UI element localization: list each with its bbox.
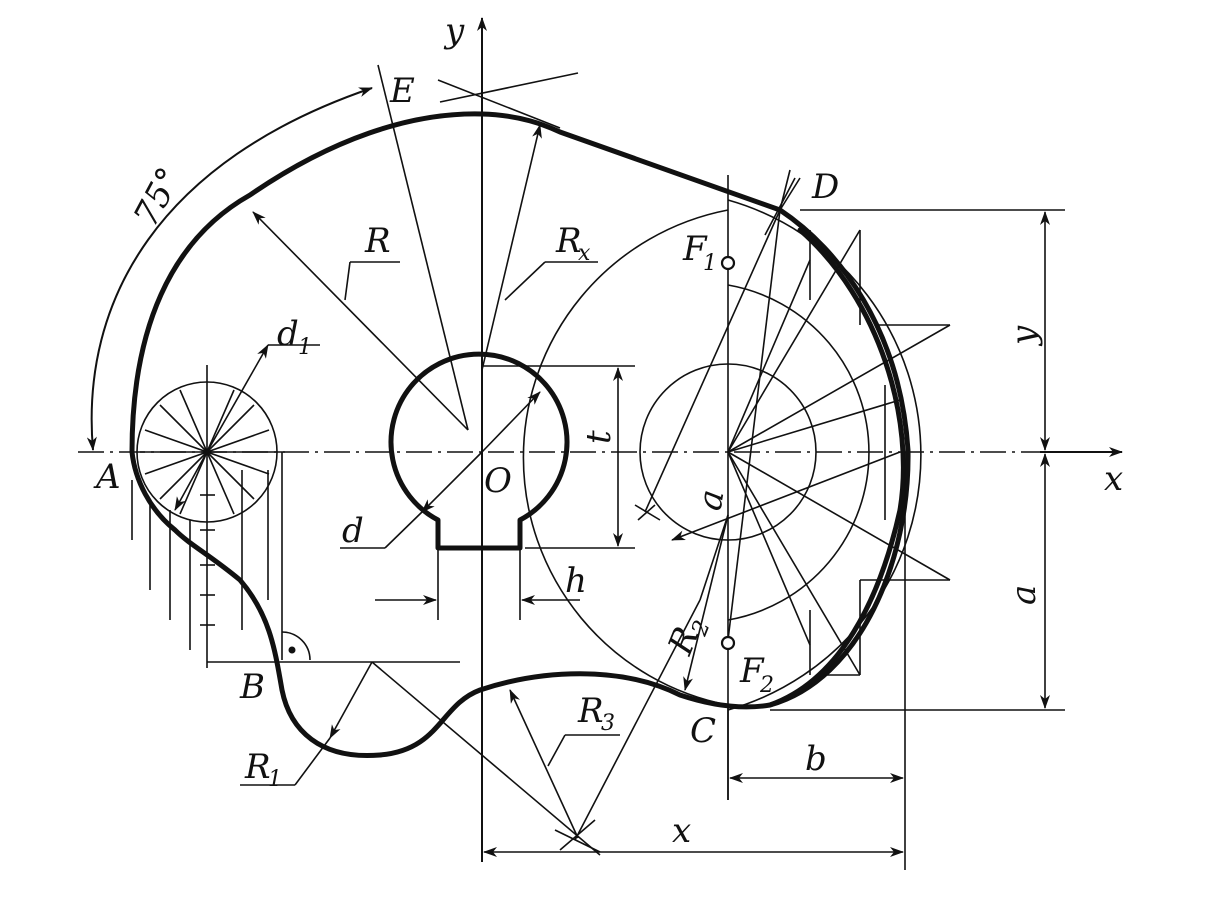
dim-t-label: t xyxy=(579,430,619,444)
r1-r3-construction xyxy=(240,661,620,856)
ellipse-construction xyxy=(522,169,951,841)
point-D-label: D xyxy=(811,167,839,207)
point-E-label: E xyxy=(389,71,415,111)
radius-R1-sub: 1 xyxy=(268,767,282,792)
dim-h-label: h xyxy=(565,561,587,601)
circle-d1-construction xyxy=(131,344,460,668)
dim-a-inner-label: a xyxy=(690,487,733,514)
focus-F1-label: F xyxy=(682,229,708,269)
focus-point-F1 xyxy=(720,255,736,271)
focus-F2-sub: 2 xyxy=(759,673,774,698)
radius-R1-label: R xyxy=(244,747,271,787)
point-B-label: B xyxy=(239,667,265,707)
focus-F1-sub: 1 xyxy=(703,251,717,276)
radius-R3-sub: 3 xyxy=(601,711,615,736)
radius-Rx-label: R xyxy=(555,221,582,261)
dim-t-h xyxy=(375,365,635,620)
dim-x-label: x xyxy=(672,811,691,851)
cam-outline xyxy=(129,111,911,759)
diam-d-label: d xyxy=(342,511,364,551)
diam-d1-label: d xyxy=(277,314,299,354)
radius-R3-label: R xyxy=(577,691,604,731)
outer-dimensions xyxy=(483,209,1065,870)
axis-x-label: x xyxy=(1104,459,1123,499)
point-A-label: A xyxy=(93,457,121,497)
dim-b-label: b xyxy=(805,739,827,779)
hub-hole xyxy=(388,351,570,551)
focus-point-F2 xyxy=(720,635,736,651)
angle-label: 75° xyxy=(126,161,190,233)
diam-d1-sub: 1 xyxy=(298,335,312,360)
radius-construction xyxy=(86,64,598,549)
axis-y-label: y xyxy=(443,11,465,51)
labels: y x 75° E D A B C O R R x R 1 R 2 R 3 d … xyxy=(93,11,1123,851)
point-C-label: C xyxy=(690,711,716,751)
outer-contour xyxy=(129,111,911,759)
radius-Rx-sub: x xyxy=(578,241,591,266)
focus-F2-label: F xyxy=(739,651,765,691)
dim-y-label: y xyxy=(1004,325,1044,347)
dim-a-right-label: a xyxy=(1004,585,1044,605)
radius-R-label: R xyxy=(364,221,391,261)
point-O-label: O xyxy=(484,461,512,501)
